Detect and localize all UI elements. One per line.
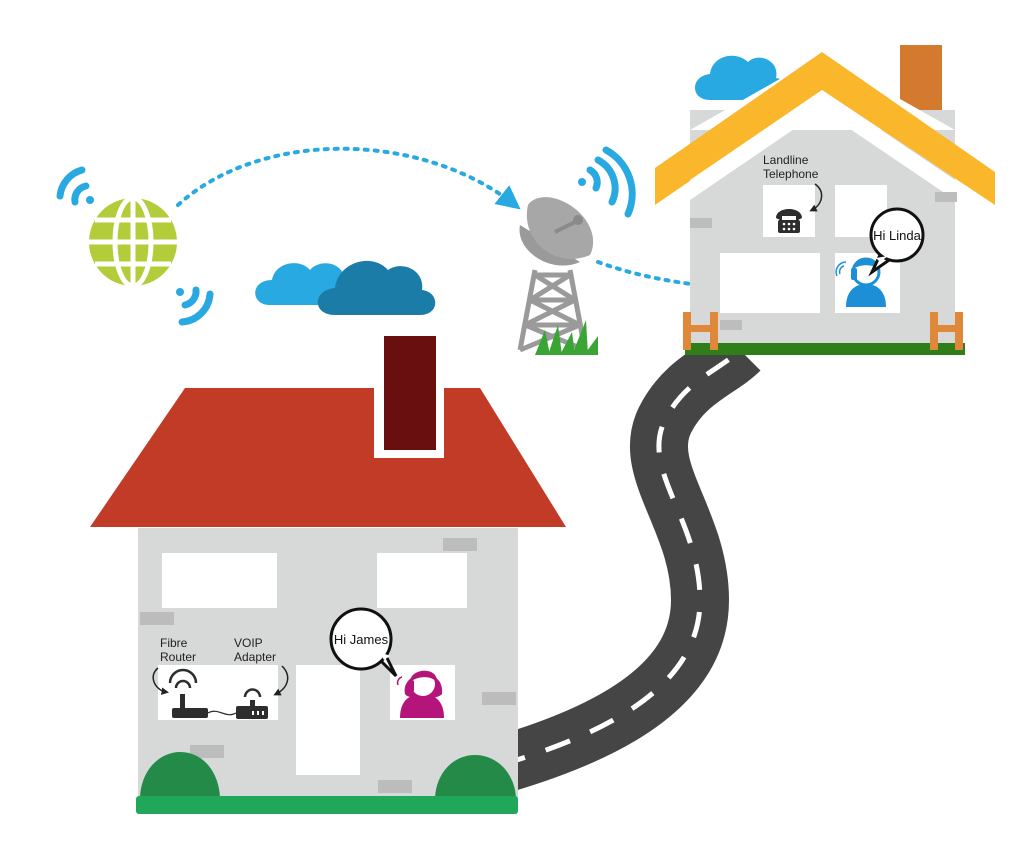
bush: [435, 755, 516, 800]
house-linda: Hi Linda Landline Telephone: [655, 45, 995, 355]
window: [720, 253, 820, 313]
arrow-icon: [273, 665, 289, 696]
wifi-signal-icon: [176, 286, 214, 326]
arrow-icon: [809, 183, 823, 212]
window: [377, 553, 467, 608]
window: [162, 553, 277, 608]
chimney: [384, 336, 436, 450]
road: [491, 328, 761, 793]
wifi-signal-icon: [56, 166, 94, 206]
house-james: Fibre Router VOIP Adapter Hi James: [90, 334, 566, 814]
wifi-signal-icon: [578, 146, 636, 218]
bubble-text-james: Hi James: [334, 632, 389, 647]
globe-icon: [89, 195, 177, 289]
arrow-icon: [152, 667, 169, 695]
grass-tuft: [535, 320, 598, 355]
label-voip-line2: Adapter: [234, 650, 276, 664]
ground-grass: [136, 796, 518, 814]
fence: [683, 312, 963, 350]
bubble-text-linda: Hi Linda: [873, 228, 921, 243]
speech-bubble-james: Hi James: [329, 607, 398, 678]
label-landline-line2: Telephone: [763, 167, 819, 181]
router-icon: [168, 668, 208, 718]
cloud-icon: [255, 260, 436, 315]
door: [296, 665, 360, 775]
voip-adapter-icon: [236, 688, 268, 719]
label-landline-line1: Landline: [763, 153, 809, 167]
label-fibre-line1: Fibre: [160, 636, 188, 650]
bush: [140, 752, 220, 800]
man-phone-icon: [835, 257, 886, 307]
ground-grass: [685, 343, 965, 355]
arrow-icon: [176, 146, 521, 210]
label-voip-line1: VOIP: [234, 636, 263, 650]
label-fibre-line2: Router: [160, 650, 196, 664]
woman-phone-icon: [396, 670, 444, 718]
telephone-icon: [776, 209, 802, 233]
speech-bubble-linda: Hi Linda: [868, 207, 925, 277]
roof: [90, 388, 566, 527]
satellite-dish-icon: [517, 197, 594, 353]
roof: [655, 52, 995, 205]
